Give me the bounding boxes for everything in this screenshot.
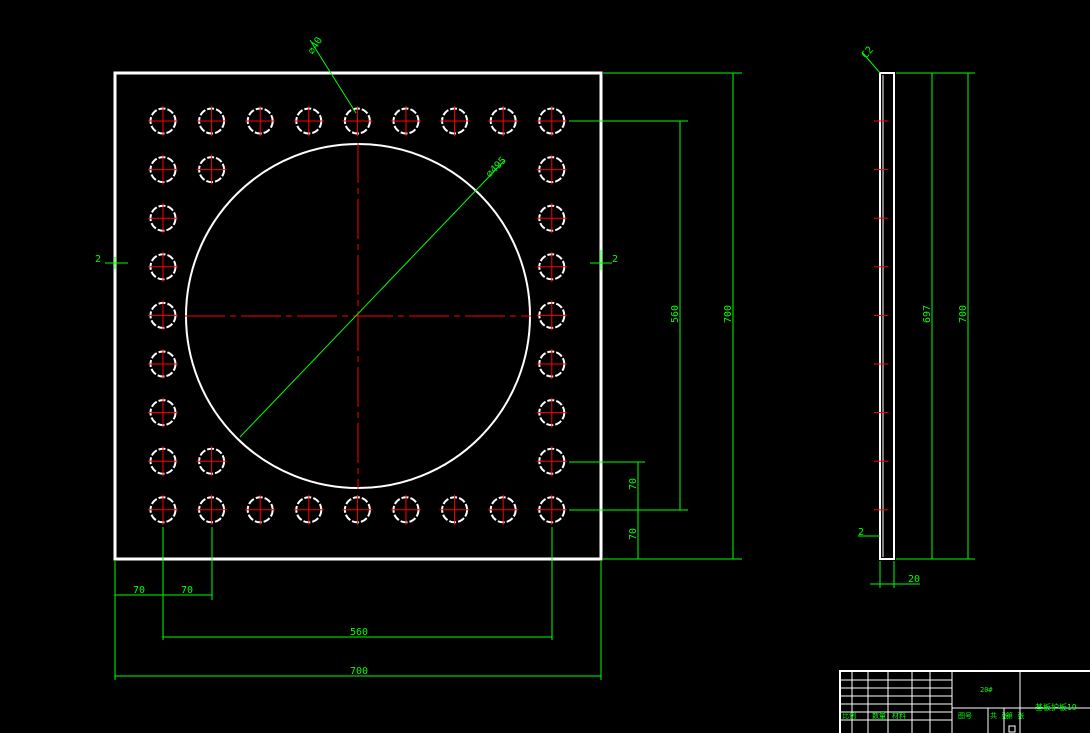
mounting-hole <box>148 300 178 331</box>
mounting-hole <box>148 446 178 477</box>
mounting-hole <box>488 494 519 525</box>
mounting-hole <box>148 349 178 379</box>
mounting-hole <box>439 494 470 525</box>
mounting-hole <box>342 494 373 525</box>
edge-dim-x1: 70 <box>133 585 145 596</box>
mounting-hole <box>293 106 324 136</box>
title-block <box>839 670 1090 733</box>
hole-leader-line <box>309 39 357 114</box>
title-block-label-4: 图号 <box>958 712 972 720</box>
mounting-hole <box>148 154 178 185</box>
section-right-label: 2 <box>612 254 618 265</box>
mounting-hole <box>536 106 567 136</box>
side-corner-note: C2 <box>860 45 876 61</box>
side-inner-height-dim: 697 <box>922 305 933 323</box>
mounting-hole <box>148 494 178 525</box>
horizontal-dimensions <box>114 527 602 680</box>
mounting-hole <box>293 494 324 525</box>
diameter-annotations <box>239 39 506 438</box>
side-thickness-dim: 20 <box>908 574 920 585</box>
edge-dim-x2: 70 <box>181 585 193 596</box>
mounting-hole <box>342 106 373 136</box>
mounting-hole <box>536 251 567 282</box>
bore-diameter-label: ⌀495 <box>484 155 509 180</box>
hole-edge-y2-dim: 70 <box>628 528 639 540</box>
hole-diameter-label: ⌀40 <box>306 35 325 56</box>
mounting-hole <box>536 349 567 379</box>
side-hole-centerlines <box>874 120 888 511</box>
mounting-hole <box>536 494 567 525</box>
section-left-label: 2 <box>95 254 101 265</box>
mounting-hole <box>391 494 421 525</box>
mounting-hole <box>196 446 227 477</box>
mounting-hole <box>148 251 178 282</box>
mounting-hole <box>245 106 276 136</box>
hole-edge-y1-dim: 70 <box>628 478 639 490</box>
mounting-hole <box>196 106 227 136</box>
title-block-label-5: 共 张 <box>990 711 1008 720</box>
mounting-hole <box>391 106 421 136</box>
mounting-hole <box>536 397 567 428</box>
hole-pattern <box>148 106 567 525</box>
mounting-hole <box>536 446 567 477</box>
plate-outline <box>113 71 603 561</box>
section-marks <box>105 250 612 270</box>
title-block-label-1: 比例 <box>842 711 856 720</box>
front-view <box>113 71 603 561</box>
overall-width-dim: 700 <box>350 666 368 677</box>
bore-leader-line <box>239 159 506 438</box>
mounting-hole <box>488 106 519 136</box>
hole-pitch-vertical-dim: 560 <box>670 305 681 323</box>
side-plate-outline <box>879 72 895 560</box>
mounting-hole <box>536 300 567 331</box>
hole-pitch-horizontal-dim: 560 <box>350 627 368 638</box>
side-overall-height-dim: 700 <box>958 305 969 323</box>
mounting-hole <box>245 494 276 525</box>
side-chamfer-dim: 2 <box>858 527 864 538</box>
mounting-hole <box>536 154 567 185</box>
title-block-header: 20# <box>980 686 993 694</box>
side-view <box>858 51 975 588</box>
overall-height-dim: 700 <box>723 305 734 323</box>
mounting-hole <box>439 106 470 136</box>
mounting-hole <box>148 397 178 428</box>
mounting-hole <box>148 203 178 234</box>
mounting-hole <box>148 106 178 136</box>
vertical-dimensions <box>569 72 742 560</box>
mounting-hole <box>196 494 227 525</box>
title-block-label-2: 数量 <box>872 711 886 720</box>
mounting-hole <box>196 154 227 185</box>
title-block-drawing-name: 基板护板19 <box>1035 702 1077 712</box>
title-block-label-3: 材料 <box>892 711 906 720</box>
title-block-label-6: 第 张 <box>1006 711 1024 720</box>
mounting-hole <box>536 203 567 234</box>
